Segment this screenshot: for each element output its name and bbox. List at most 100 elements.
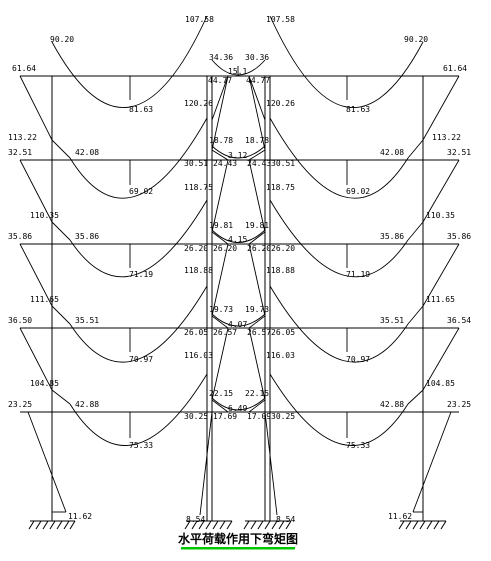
diag-right-in-1 <box>407 389 424 405</box>
curve-l4-right-span <box>269 117 409 199</box>
label-r2-span-left: 70.97 <box>129 355 153 364</box>
label-r4-col-left: 118.75 <box>184 183 213 192</box>
label-r1-mid: 6.49 <box>228 404 247 413</box>
label-r2-in-left: 35.51 <box>75 316 99 325</box>
label-r2-cl-a: 19.73 <box>209 305 233 314</box>
center-zigzag-right-upper <box>248 75 266 413</box>
label-r4-top-right: 113.22 <box>432 133 461 142</box>
label-r5-col-left: 120.26 <box>184 99 213 108</box>
label-r5-cl-b: 44.77 <box>208 76 232 85</box>
curve-l2-right-span <box>269 285 409 363</box>
curve-l1-right-span <box>269 373 409 446</box>
label-r3-cl-c: 26.20 <box>213 244 237 253</box>
curve-l1-center <box>211 397 266 411</box>
label-r1-end-right: 23.25 <box>447 400 471 409</box>
label-r5-span-left: 81.63 <box>129 105 153 114</box>
label-base-center-right: 8.54 <box>276 515 295 524</box>
label-r5-cr-b: 44.77 <box>246 76 270 85</box>
diag-right-2 <box>422 327 460 391</box>
frame <box>20 75 459 521</box>
diag-left-4 <box>19 159 53 223</box>
diag-right-4 <box>422 159 460 223</box>
label-r2-col-left: 116.03 <box>184 351 213 360</box>
diag-right-in-3 <box>407 221 424 241</box>
diag-left-in-2 <box>51 305 71 325</box>
diag-left-in-3 <box>51 221 71 241</box>
diag-left-5 <box>19 75 53 141</box>
hatch-center-right <box>243 520 292 530</box>
curve-l3-right-span <box>269 199 409 278</box>
label-r2-top-left: 111.65 <box>30 295 59 304</box>
label-r3-cr-b: 26.20 <box>271 244 295 253</box>
label-r2-col-right: 116.03 <box>266 351 295 360</box>
label-base-right: 11.62 <box>388 512 412 521</box>
label-r5-cr-a: 30.36 <box>245 53 269 62</box>
label-r1-cl-c: 17.69 <box>213 412 237 421</box>
label-r1-top-left: 104.85 <box>30 379 59 388</box>
diag-left-3 <box>19 243 53 307</box>
label-r2-cr-a: 19.73 <box>245 305 269 314</box>
label-r2-cl-c: 26.57 <box>213 328 237 337</box>
label-r5-span-right: 81.63 <box>346 105 370 114</box>
label-r4-end-left: 32.51 <box>8 148 32 157</box>
label-r1-cr-b: 30.25 <box>271 412 295 421</box>
center-zigzag-left-upper <box>211 75 229 413</box>
label-r1-in-left: 42.88 <box>75 400 99 409</box>
hatch-left <box>28 520 76 530</box>
label-r2-end-right: 36.54 <box>447 316 471 325</box>
moment-lines <box>19 15 460 516</box>
label-r3-in-left: 35.86 <box>75 232 99 241</box>
diagram-title: 水平荷载作用下弯矩图 <box>178 531 298 546</box>
label-r1-in-right: 42.88 <box>380 400 404 409</box>
label-r3-in-right: 35.86 <box>380 232 404 241</box>
diag-left-2 <box>19 327 53 391</box>
curve-l5-left-span <box>51 15 208 108</box>
label-r1-cl-b: 30.25 <box>184 412 208 421</box>
label-r4-cr-a: 18.78 <box>245 136 269 145</box>
label-r4-top-left: 113.22 <box>8 133 37 142</box>
label-r3-top-right: 110.35 <box>426 211 455 220</box>
label-top-outer-right: 90.20 <box>404 35 428 44</box>
label-r1-top-right: 104.85 <box>426 379 455 388</box>
label-r4-mid: 3.12 <box>228 151 247 160</box>
label-r3-cl-b: 26.20 <box>184 244 208 253</box>
curve-l3-left-span <box>69 199 208 278</box>
label-r1-cr-c: 17.09 <box>247 412 271 421</box>
label-r5-end-left: 61.64 <box>12 64 36 73</box>
label-r4-cr-b: 30.51 <box>271 159 295 168</box>
label-r2-cr-b: 26.05 <box>271 328 295 337</box>
curve-l2-left-span <box>69 285 208 363</box>
label-r3-col-left: 118.88 <box>184 266 213 275</box>
label-r1-end-left: 23.25 <box>8 400 32 409</box>
label-r4-in-right: 42.08 <box>380 148 404 157</box>
curve-l4-left-span <box>69 117 208 199</box>
label-top-outer-left: 90.20 <box>50 35 74 44</box>
label-r4-col-right: 118.75 <box>266 183 295 192</box>
label-r4-cl-b: 30.51 <box>184 159 208 168</box>
supports <box>28 520 447 530</box>
center-base-left <box>199 411 213 516</box>
label-r2-top-right: 111.65 <box>426 295 455 304</box>
label-r1-span-left: 75.33 <box>129 441 153 450</box>
label-r3-mid: 4.15 <box>228 235 247 244</box>
hatch-right <box>398 520 447 530</box>
label-r5-cl-a: 34.36 <box>209 53 233 62</box>
curve-l3-center <box>211 229 266 243</box>
label-r3-cr-a: 19.81 <box>245 221 269 230</box>
curve-l2-center <box>211 313 266 327</box>
label-r5-col-right: 120.26 <box>266 99 295 108</box>
curve-l5-right-span <box>269 15 424 108</box>
label-r1-cr-a: 22.15 <box>245 389 269 398</box>
label-r3-top-left: 110.35 <box>30 211 59 220</box>
curve-l1-left-span <box>69 373 208 446</box>
title-underline <box>181 547 295 550</box>
label-base-center-left: 8.54 <box>186 515 205 524</box>
label-r2-cr-c: 26.57 <box>247 328 271 337</box>
label-r2-cl-b: 26.05 <box>184 328 208 337</box>
diag-right-5 <box>422 75 460 141</box>
label-r2-span-right: 70.97 <box>346 355 370 364</box>
label-r4-cr-c: 24.43 <box>247 159 271 168</box>
diag-right-in-2 <box>407 305 424 325</box>
label-r4-in-left: 42.08 <box>75 148 99 157</box>
hatch-center-left <box>184 520 233 530</box>
